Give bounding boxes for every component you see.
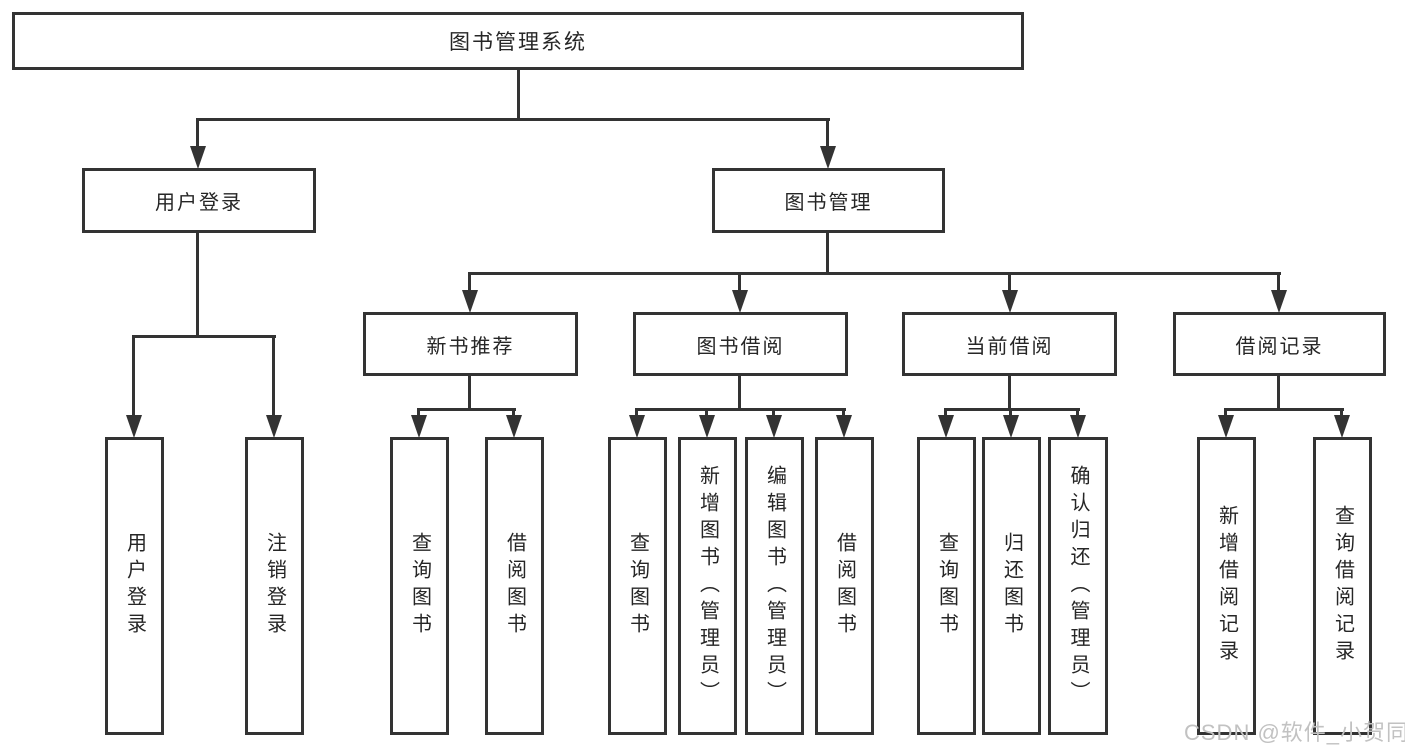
arrow-down-icon <box>411 415 427 438</box>
arrow-down-icon <box>1271 290 1287 313</box>
arrow-down-icon <box>1002 290 1018 313</box>
connector-line <box>272 335 275 417</box>
arrow-down-icon <box>1070 415 1086 438</box>
leaf-label: 借阅图书 <box>503 532 526 640</box>
connector-line <box>132 335 135 417</box>
connector-line <box>1009 408 1012 418</box>
node-label: 新书推荐 <box>426 335 515 358</box>
arrow-down-icon <box>766 415 782 438</box>
connector-line <box>944 408 947 418</box>
arrow-down-icon <box>1218 415 1234 438</box>
connector-line <box>132 335 276 338</box>
arrow-down-icon <box>820 146 836 169</box>
arrow-down-icon <box>699 415 715 438</box>
arrow-down-icon <box>462 290 478 313</box>
leaf-label: 用户登录 <box>123 532 146 640</box>
connector-line <box>1224 408 1344 411</box>
connector-line <box>1008 272 1011 293</box>
node-current-borrow: 当前借阅 <box>902 312 1117 376</box>
connector-line <box>635 408 846 411</box>
connector-line <box>468 272 1281 275</box>
arrow-down-icon <box>1003 415 1019 438</box>
connector-line <box>826 118 829 150</box>
leaf-add-books-admin: 新增图书（管理员） <box>678 437 737 735</box>
connector-line <box>1076 408 1079 418</box>
connector-line <box>772 408 775 418</box>
arrow-down-icon <box>732 290 748 313</box>
node-label: 图书管理 <box>784 192 873 214</box>
leaf-return-books: 归还图书 <box>982 437 1041 735</box>
arrow-down-icon <box>938 415 954 438</box>
arrow-down-icon <box>629 415 645 438</box>
leaf-label: 查询图书 <box>408 532 431 640</box>
leaf-label: 查询图书 <box>626 532 649 640</box>
node-book-borrow: 图书借阅 <box>633 312 848 376</box>
arrow-down-icon <box>836 415 852 438</box>
connector-line <box>468 376 471 411</box>
leaf-edit-books-admin: 编辑图书（管理员） <box>745 437 804 735</box>
watermark: CSDN @软件_小贺同学 <box>1184 720 1405 745</box>
connector-line <box>826 233 829 275</box>
arrow-down-icon <box>506 415 522 438</box>
node-user-login: 用户登录 <box>82 168 316 233</box>
leaf-borrow-books-recommend: 借阅图书 <box>485 437 544 735</box>
node-label: 图书管理系统 <box>449 31 587 54</box>
arrow-down-icon <box>190 146 206 169</box>
node-borrow-records: 借阅记录 <box>1173 312 1386 376</box>
connector-line <box>1224 408 1227 418</box>
connector-line <box>512 408 515 418</box>
leaf-label: 查询图书 <box>935 532 958 640</box>
leaf-query-books-recommend: 查询图书 <box>390 437 449 735</box>
connector-line <box>944 408 1080 411</box>
leaf-label: 注销登录 <box>263 532 286 640</box>
leaf-add-borrow-record: 新增借阅记录 <box>1197 437 1256 735</box>
connector-line <box>1277 376 1280 411</box>
arrow-down-icon <box>266 415 282 438</box>
connector-line <box>1008 376 1011 411</box>
connector-line <box>417 408 516 411</box>
connector-line <box>1340 408 1343 418</box>
leaf-confirm-return-admin: 确认归还（管理员） <box>1048 437 1108 735</box>
leaf-query-borrow-record: 查询借阅记录 <box>1313 437 1372 735</box>
node-label: 用户登录 <box>155 192 243 214</box>
connector-line <box>1277 272 1280 293</box>
leaf-label: 归还图书 <box>1000 532 1023 640</box>
node-root: 图书管理系统 <box>12 12 1024 70</box>
node-book-management: 图书管理 <box>712 168 945 233</box>
leaf-label: 查询借阅记录 <box>1331 505 1354 667</box>
node-label: 当前借阅 <box>965 335 1054 358</box>
leaf-label: 编辑图书（管理员） <box>763 464 786 708</box>
connector-line <box>417 408 420 418</box>
connector-line <box>517 70 520 120</box>
leaf-label: 新增图书（管理员） <box>696 464 719 708</box>
connector-line <box>196 233 199 338</box>
leaf-label: 借阅图书 <box>833 532 856 640</box>
leaf-query-books-current: 查询图书 <box>917 437 976 735</box>
leaf-query-books-borrow: 查询图书 <box>608 437 667 735</box>
connector-line <box>705 408 708 418</box>
connector-line <box>196 118 830 121</box>
connector-line <box>468 272 471 293</box>
connector-line <box>738 272 741 293</box>
leaf-borrow-books: 借阅图书 <box>815 437 874 735</box>
connector-line <box>196 118 199 150</box>
node-new-book-recommend: 新书推荐 <box>363 312 578 376</box>
connector-line <box>842 408 845 418</box>
leaf-label: 确认归还（管理员） <box>1067 464 1089 708</box>
connector-line <box>738 376 741 411</box>
leaf-user-login: 用户登录 <box>105 437 164 735</box>
arrow-down-icon <box>1334 415 1350 438</box>
node-label: 借阅记录 <box>1235 335 1324 358</box>
leaf-logout: 注销登录 <box>245 437 304 735</box>
connector-line <box>635 408 638 418</box>
arrow-down-icon <box>126 415 142 438</box>
leaf-label: 新增借阅记录 <box>1215 505 1238 667</box>
node-label: 图书借阅 <box>696 335 785 358</box>
